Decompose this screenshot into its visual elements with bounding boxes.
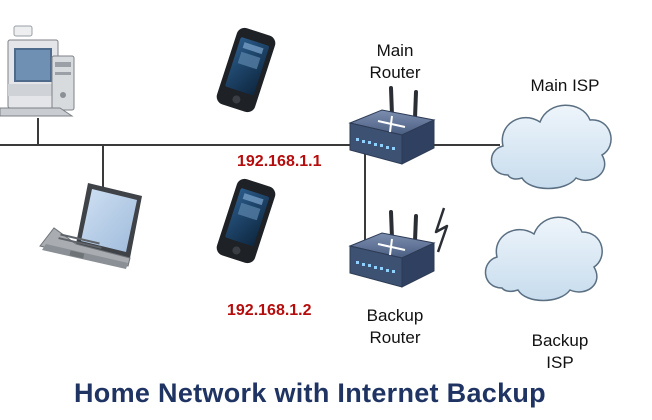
laptop-icon xyxy=(39,183,142,269)
cloud-icon xyxy=(484,216,603,302)
router-icon xyxy=(348,86,436,165)
main-isp-label: Main ISP xyxy=(530,76,600,95)
main-router-ip: 192.168.1.1 xyxy=(237,153,322,170)
smartphone-icon xyxy=(216,178,276,264)
wireless-signal-icon xyxy=(434,207,449,253)
backup-isp-label: Backup ISP xyxy=(531,331,589,372)
main-router-label: Main Router xyxy=(369,41,421,82)
desktop-computer-icon xyxy=(0,25,75,117)
backup-router-ip: 192.168.1.2 xyxy=(227,302,312,319)
router-icon xyxy=(348,210,436,288)
diagram-title: Home Network with Internet Backup xyxy=(74,378,546,408)
cloud-icon xyxy=(490,104,612,190)
smartphone-icon xyxy=(216,27,276,113)
backup-router-label: Backup Router xyxy=(366,306,424,347)
